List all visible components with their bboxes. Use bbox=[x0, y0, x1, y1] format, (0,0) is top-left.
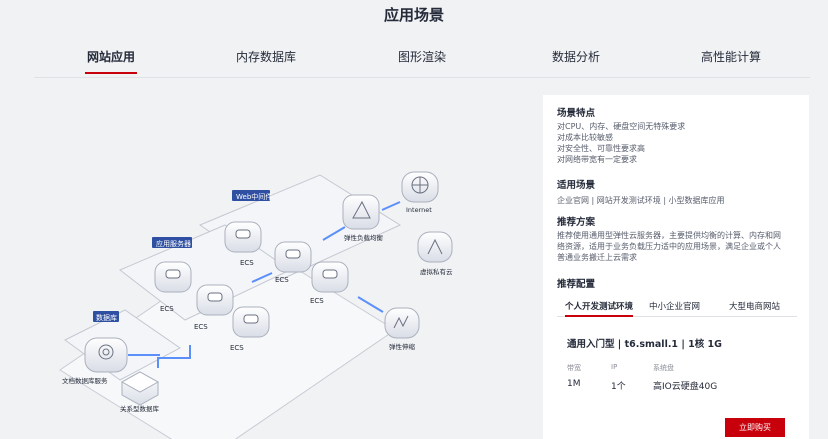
features-section: 场景特点 对CPU、内存、硬盘空间无特殊要求 对成本比较敏感 对安全性、可靠性要… bbox=[557, 107, 797, 165]
web-ecs-group bbox=[224, 221, 349, 293]
solution-line: 络资源，适用于业务负载压力适中的应用场景，满足企业或个人 bbox=[557, 242, 781, 251]
spec-bandwidth-value: 1M bbox=[567, 379, 581, 389]
rel-db-label: 关系型数据库 bbox=[120, 404, 160, 413]
database-badge bbox=[93, 311, 119, 322]
feature-line: 对CPU、内存、硬盘空间无特殊要求 bbox=[557, 122, 686, 131]
usage-text: 企业官网 | 网站开发测试环境 | 小型数据库应用 bbox=[557, 196, 725, 205]
config-tabs: 个人开发测试环境 中小企业官网 大型电商网站 bbox=[557, 295, 797, 317]
tab-hpc[interactable]: 高性能计算 bbox=[700, 50, 762, 64]
app-ecs-group bbox=[154, 261, 270, 338]
tab-data-analysis[interactable]: 数据分析 bbox=[551, 50, 601, 64]
elb-icon bbox=[342, 194, 380, 230]
app-server-badge bbox=[152, 237, 192, 248]
architecture-diagram: Web中间件 应用服务器 数据库 ECS ECS ECS ECS ECS ECS… bbox=[59, 171, 453, 439]
spec-disk-value: 高IO云硬盘40G bbox=[653, 382, 718, 392]
internet-icon bbox=[401, 171, 439, 203]
web-ecs-label-2: ECS bbox=[275, 276, 289, 284]
solution-title: 推荐方案 bbox=[557, 217, 596, 228]
page-title: 应用场景 bbox=[383, 6, 444, 24]
solution-section: 推荐方案 推荐使用通用型弹性云服务器，主要提供均衡的计算、内存和网 络资源，适用… bbox=[557, 216, 797, 263]
usage-title: 适用场景 bbox=[557, 180, 596, 191]
autoscaling-label: 弹性伸缩 bbox=[389, 342, 416, 351]
tab-website[interactable]: 网站应用 bbox=[84, 50, 138, 74]
features-title: 场景特点 bbox=[557, 108, 596, 119]
vpc-icon bbox=[417, 231, 453, 263]
app-server-label: 应用服务器 bbox=[156, 239, 191, 248]
database-label: 数据库 bbox=[96, 313, 117, 322]
autoscaling-icon bbox=[384, 307, 420, 339]
scenario-panel: 场景特点 对CPU、内存、硬盘空间无特殊要求 对成本比较敏感 对安全性、可靠性要… bbox=[543, 95, 809, 439]
config-tab-personal[interactable]: 个人开发测试环境 bbox=[565, 302, 634, 317]
spec-ip-value: 1个 bbox=[611, 382, 626, 392]
doc-db-icon bbox=[84, 337, 128, 373]
feature-line: 对安全性、可靠性要求高 bbox=[557, 144, 645, 153]
internet-label: Internet bbox=[406, 206, 432, 214]
config-tab-ecommerce[interactable]: 大型电商网站 bbox=[729, 302, 781, 312]
app-ecs-label-1: ECS bbox=[160, 305, 174, 313]
solution-line: 推荐使用通用型弹性云服务器，主要提供均衡的计算、内存和网 bbox=[557, 231, 781, 240]
spec-bandwidth-label: 带宽 bbox=[567, 364, 581, 372]
solution-line: 普通业务搬迁上云需求 bbox=[557, 253, 637, 262]
web-ecs-label-3: ECS bbox=[310, 297, 324, 305]
rel-db-icon bbox=[120, 371, 160, 406]
connectors bbox=[128, 201, 401, 368]
web-ecs-label-1: ECS bbox=[240, 259, 254, 267]
web-middleware-badge bbox=[232, 190, 270, 201]
app-ecs-label-3: ECS bbox=[230, 344, 244, 352]
app-ecs-label-2: ECS bbox=[194, 323, 208, 331]
config-tab-sme[interactable]: 中小企业官网 bbox=[649, 302, 701, 312]
feature-line: 对网络带宽有一定要求 bbox=[557, 155, 637, 164]
elb-label: 弹性负载均衡 bbox=[344, 233, 384, 242]
scenario-tabs: 网站应用 内存数据库 图形渲染 数据分析 高性能计算 bbox=[34, 48, 810, 78]
spec-ip-label: IP bbox=[611, 363, 618, 371]
spec-title: 通用入门型 | t6.small.1 | 1核 1G bbox=[567, 339, 722, 350]
spec-disk-label: 系统盘 bbox=[653, 364, 674, 372]
buy-now-button[interactable]: 立即购买 bbox=[725, 418, 785, 437]
feature-line: 对成本比较敏感 bbox=[557, 133, 613, 142]
tab-memory-db[interactable]: 内存数据库 bbox=[235, 50, 297, 64]
config-title: 推荐配置 bbox=[557, 279, 596, 290]
usage-section: 适用场景 企业官网 | 网站开发测试环境 | 小型数据库应用 bbox=[557, 179, 797, 206]
doc-db-label: 文档数据库服务 bbox=[62, 376, 108, 385]
tab-rendering[interactable]: 图形渲染 bbox=[397, 50, 447, 64]
web-middleware-label: Web中间件 bbox=[236, 192, 272, 201]
vpc-label: 虚拟私有云 bbox=[420, 267, 453, 276]
